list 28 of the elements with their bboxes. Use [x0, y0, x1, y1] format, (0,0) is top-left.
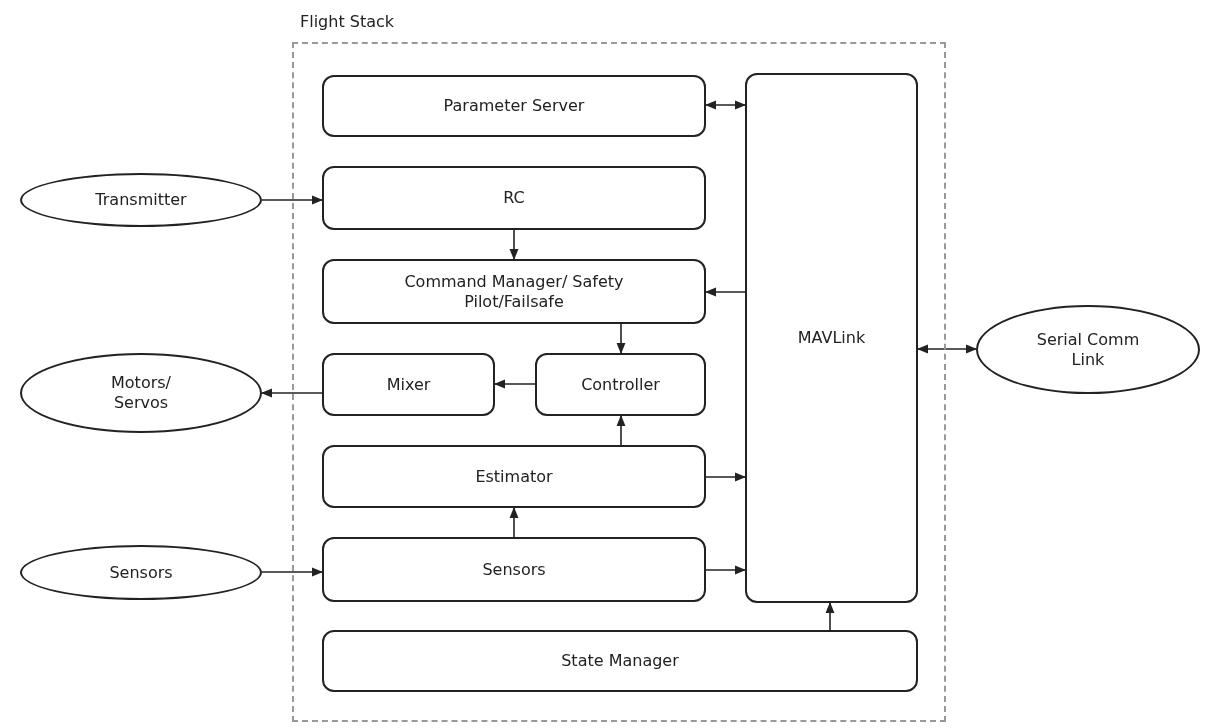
- process-box: Mixer: [322, 353, 495, 416]
- terminal-ellipse: Sensors: [20, 545, 262, 600]
- terminal-ellipse: Serial Comm Link: [976, 305, 1200, 394]
- arrow: [616, 323, 626, 355]
- process-box: Sensors: [322, 537, 706, 602]
- arrow: [705, 472, 747, 482]
- arrow: [704, 100, 747, 110]
- process-box: MAVLink: [745, 73, 918, 603]
- arrow: [493, 379, 536, 389]
- arrow: [509, 229, 519, 261]
- process-box: State Manager: [322, 630, 918, 692]
- process-box: Parameter Server: [322, 75, 706, 137]
- arrow: [705, 565, 747, 575]
- arrow: [704, 287, 746, 297]
- arrow: [616, 414, 626, 446]
- process-box: Estimator: [322, 445, 706, 508]
- process-box: RC: [322, 166, 706, 230]
- terminal-ellipse: Motors/ Servos: [20, 353, 262, 433]
- process-box: Command Manager/ Safety Pilot/Failsafe: [322, 259, 706, 324]
- arrow: [916, 344, 978, 354]
- arrow: [261, 567, 324, 577]
- group-title: Flight Stack: [300, 12, 395, 32]
- arrow: [261, 195, 324, 205]
- terminal-ellipse: Transmitter: [20, 173, 262, 227]
- arrow: [825, 601, 835, 631]
- arrow: [509, 506, 519, 538]
- process-box: Controller: [535, 353, 706, 416]
- arrow: [260, 388, 323, 398]
